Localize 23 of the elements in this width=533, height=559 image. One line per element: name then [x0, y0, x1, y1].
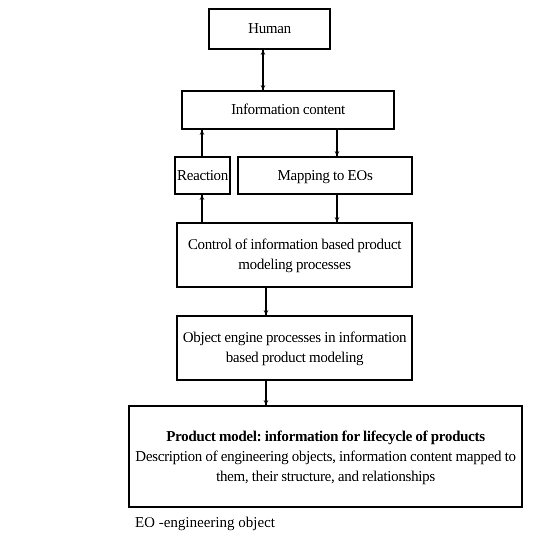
box-text: Description of engineering objects, information content mapped to them, their structure, and relationships [134, 448, 517, 486]
box-text: Mapping to EOs [276, 166, 374, 186]
arrow [264, 288, 268, 315]
box-text: Control of information based product modeling processes [186, 236, 402, 275]
arrow [334, 195, 340, 222]
box-text: Reaction [176, 166, 229, 186]
process-box [181, 90, 395, 130]
arrow [334, 130, 340, 156]
box-text: Object engine processes in information based product modeling [182, 329, 408, 368]
note: EO -engineering object [135, 514, 275, 533]
arrow [260, 50, 266, 90]
process-box [176, 222, 413, 288]
process-box [208, 8, 331, 50]
process-box [174, 156, 231, 195]
process-box [176, 315, 413, 381]
box-text: Human [247, 20, 292, 39]
box-heading: Product model: information for lifecycle of products [165, 428, 486, 446]
process-box [237, 156, 413, 195]
process-box [128, 405, 523, 508]
arrow [200, 130, 204, 156]
box-text: Information content [230, 101, 346, 120]
arrow [264, 381, 268, 405]
arrow [200, 195, 204, 222]
